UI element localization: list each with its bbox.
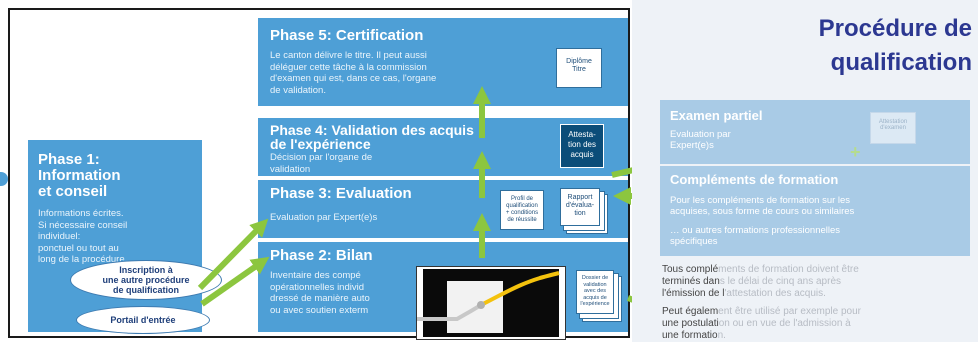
note1-faded2: s le délai de cinq ans après bbox=[719, 276, 841, 287]
cable-photo bbox=[416, 266, 566, 340]
note2-faded: ent être utilisé par exemple pour bbox=[718, 306, 862, 317]
inscription-oval: Inscription à une autre procédure de qua… bbox=[70, 260, 222, 300]
complements-box: Compléments de formation Pour les complé… bbox=[660, 166, 970, 256]
phase5-body: Le canton délivre le titre. Il peut auss… bbox=[270, 50, 437, 96]
left-edge-arrow bbox=[0, 172, 8, 186]
note1-dark2: terminés dan bbox=[662, 276, 720, 287]
plus-icon: + bbox=[850, 142, 861, 162]
phase2-body: Inventaire des compé opérationnelles ind… bbox=[270, 270, 370, 316]
note2-faded2: on ou en vue de l'admission à bbox=[718, 318, 851, 329]
diplome-doc: Diplôme Titre bbox=[556, 48, 602, 88]
profil-doc: Profil de qualification + conditions de … bbox=[500, 190, 544, 230]
phase5-title: Phase 5: Certification bbox=[270, 27, 424, 44]
arrow-portail-to-phase2 bbox=[200, 256, 270, 307]
phase3-body: Evaluation par Expert(e)s bbox=[270, 212, 378, 223]
phase1-body: Informations écrites. Si nécessaire cons… bbox=[38, 208, 128, 265]
note-1: Tous compléments de formation doivent êt… bbox=[662, 264, 972, 300]
examen-doc: Attestation d'examen bbox=[870, 112, 916, 144]
dossier-doc: Dossier de validation avec des acquis de… bbox=[576, 270, 614, 314]
phase4-title: Phase 4: Validation des acquis de l'expé… bbox=[270, 122, 474, 152]
rapport-doc: Rapport d'évalua- tion bbox=[560, 188, 600, 226]
phase2-title: Phase 2: Bilan bbox=[270, 247, 373, 264]
complements-body: Pour les compléments de formation sur le… bbox=[670, 195, 855, 217]
examen-title: Examen partiel bbox=[670, 108, 763, 123]
examen-box: Examen partiel Evaluation par Expert(e)s bbox=[660, 100, 970, 164]
attestation-doc: Attesta- tion des acquis bbox=[560, 124, 604, 168]
note2-faded3: n. bbox=[717, 330, 726, 341]
complements-body2: … ou autres formations professionnelles … bbox=[670, 225, 841, 247]
note-2: Peut également être utilisé par exemple … bbox=[662, 306, 972, 342]
note1-dark: Tous complé bbox=[662, 264, 719, 275]
side-heading: Procédure de qualification bbox=[818, 15, 972, 76]
phase1-box: Phase 1: Information et conseil Informat… bbox=[28, 140, 202, 332]
note2-dark2: une postulati bbox=[662, 318, 719, 329]
note1-faded: ments de formation doivent être bbox=[718, 264, 859, 275]
phase4-body: Décision par l'organe de validation bbox=[270, 152, 373, 175]
note2-dark3: une formatio bbox=[662, 330, 718, 341]
complements-title: Compléments de formation bbox=[670, 172, 839, 187]
phase1-title: Phase 1: Information et conseil bbox=[38, 151, 121, 200]
cable-photo-icon bbox=[417, 269, 560, 337]
note1-faded3: 'attestation des acquis. bbox=[724, 288, 826, 299]
arrow-inscription-to-phase3 bbox=[197, 218, 269, 291]
phase3-title: Phase 3: Evaluation bbox=[270, 185, 412, 202]
note1-dark3: l'émission de l bbox=[662, 288, 725, 299]
note2-dark: Peut égalem bbox=[662, 306, 719, 317]
portail-oval: Portail d'entrée bbox=[76, 306, 210, 334]
examen-body: Evaluation par Expert(e)s bbox=[670, 129, 731, 151]
